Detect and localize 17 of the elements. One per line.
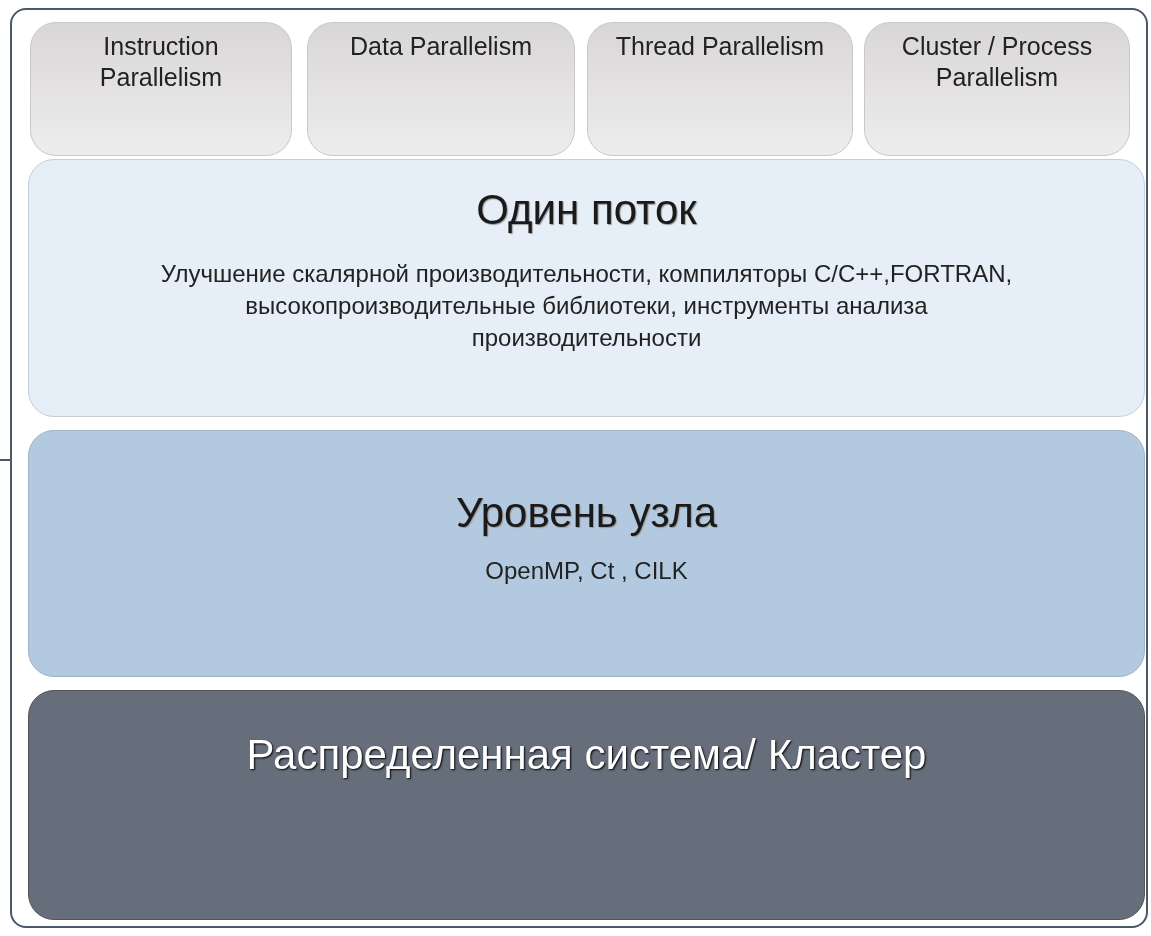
column-heading: Instruction Parallelism	[98, 31, 224, 93]
layer-band	[28, 690, 1145, 920]
column-heading: Cluster / Process Parallelism	[900, 31, 1094, 93]
layer-heading: Уровень узла	[454, 489, 719, 537]
layer-description: OpenMP, Ct , CILK	[484, 556, 689, 586]
layer-band	[28, 430, 1145, 677]
layer-description: Улучшение скалярной производительности, компиляторы C/C++,FORTRAN, высокопроизводительные библиотеки, инструменты анализа производительности	[159, 259, 1014, 353]
column-heading: Thread Parallelism	[614, 31, 826, 62]
column-card	[30, 22, 292, 156]
column-card	[307, 22, 575, 156]
layer-heading: Один поток	[475, 186, 698, 234]
layer-heading: Распределенная система/ Кластер	[245, 731, 928, 779]
column-card	[587, 22, 853, 156]
layer-band	[28, 159, 1145, 417]
column-heading: Data Parallelism	[349, 31, 533, 62]
frame	[10, 8, 1148, 928]
column-card	[864, 22, 1130, 156]
